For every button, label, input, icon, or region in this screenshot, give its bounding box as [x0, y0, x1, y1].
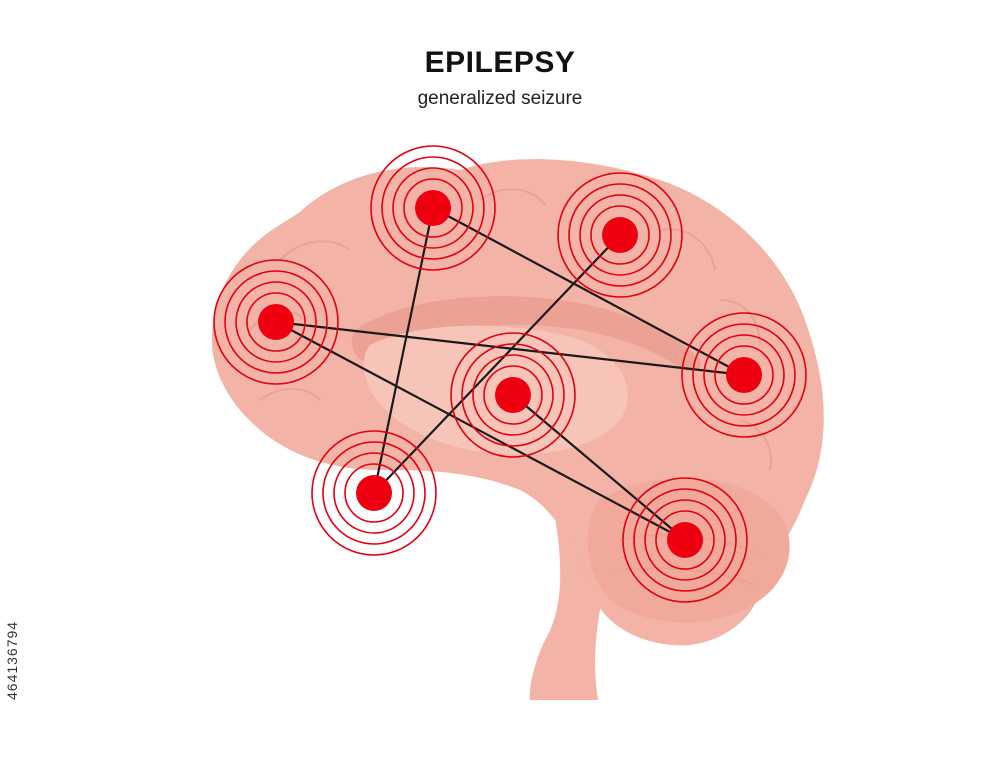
- link-line: [373, 234, 621, 494]
- link-line: [275, 321, 686, 541]
- link-line: [432, 207, 745, 376]
- seizure-focus: [450, 332, 576, 458]
- seizure-focus: [213, 259, 339, 385]
- link-line: [512, 394, 686, 541]
- seizure-focus: [557, 172, 683, 298]
- link-line: [372, 207, 435, 494]
- seizure-focus: [681, 312, 807, 438]
- diagram-title: EPILEPSY: [424, 46, 576, 79]
- seizure-connections: [275, 207, 745, 541]
- seizure-focus: [370, 145, 496, 271]
- seizure-focus: [311, 430, 437, 556]
- link-line: [275, 320, 745, 377]
- corpus-callosum: [351, 296, 701, 372]
- seizure-focus: [622, 477, 748, 603]
- diagram-subtitle: generalized seizure: [417, 88, 583, 109]
